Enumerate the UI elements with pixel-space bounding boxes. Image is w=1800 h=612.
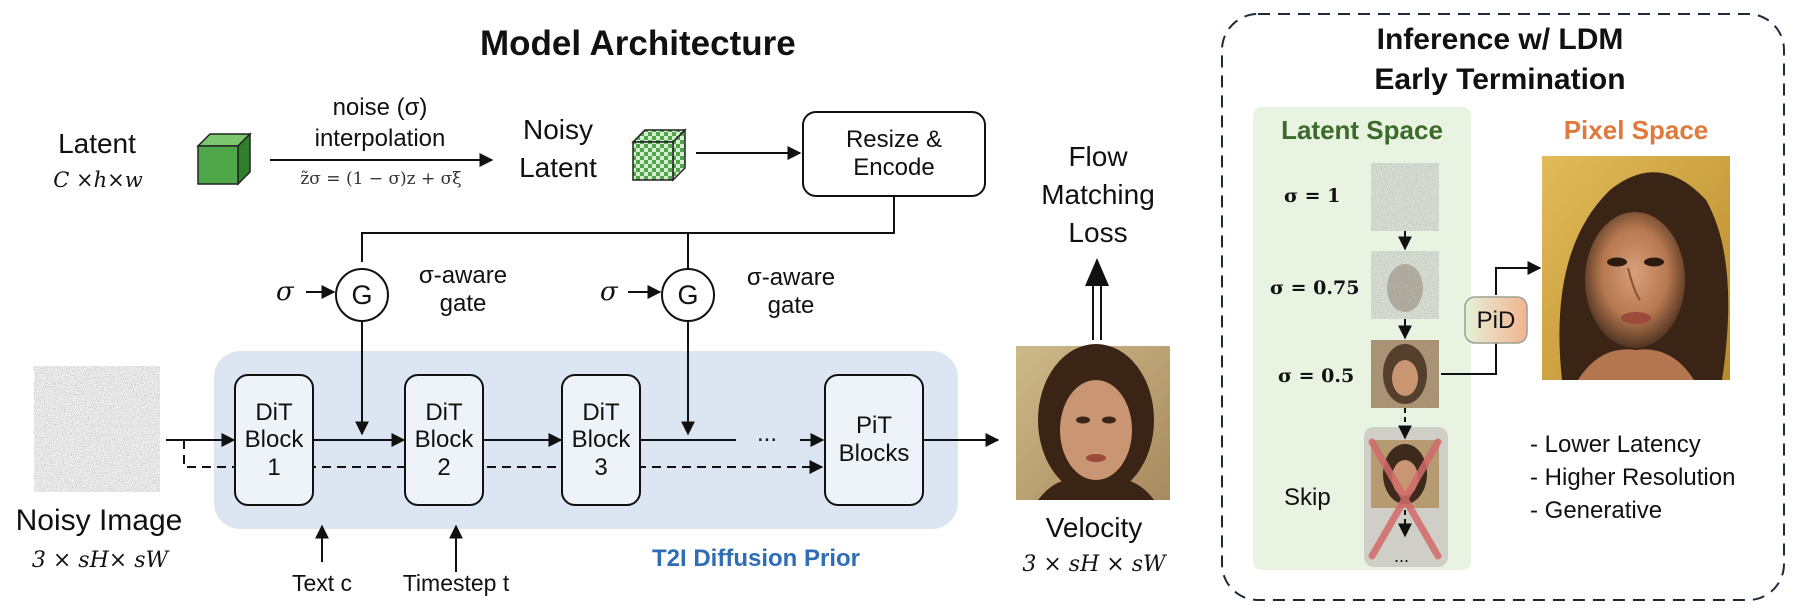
sigma-label-2: σ — [600, 277, 618, 307]
resize-encode-line2: Encode — [853, 154, 935, 181]
encode-to-gate1-line — [361, 196, 895, 262]
latent-shape: C ×h×w — [53, 168, 143, 192]
gate-2-text: σ-aware gate — [736, 264, 846, 319]
dit-block-1-l3: 1 — [267, 453, 281, 481]
gate-1-text-line2: gate — [439, 289, 487, 317]
pit-blocks-l2: Blocks — [838, 440, 910, 467]
latent-noise-05 — [1371, 340, 1439, 408]
sigma-step-1: σ = 1 — [1284, 185, 1341, 207]
velocity-shape: 3 × sH × sW — [1022, 552, 1166, 577]
model-architecture-title: Model Architecture — [480, 24, 796, 63]
velocity-label: Velocity — [1045, 512, 1143, 543]
dit-block-2-l3: 2 — [437, 453, 451, 481]
pid-box — [1464, 296, 1528, 344]
noise-label: noise (σ) — [332, 94, 428, 121]
sigma-step-05: σ = 0.5 — [1278, 365, 1355, 387]
interpolation-label: interpolation — [314, 125, 446, 152]
loss-line1: Flow — [1068, 141, 1128, 172]
resize-encode-line1: Resize & — [845, 126, 943, 154]
loss-double-arrow — [1085, 258, 1109, 340]
gate-2-label: G — [677, 280, 699, 310]
dit-block-1-l2: Block — [244, 426, 304, 454]
pixel-space-label: Pixel Space — [1563, 115, 1709, 145]
noisy-latent-cube-icon — [631, 128, 687, 182]
sigma-label-1: σ — [276, 277, 294, 307]
noisy-image — [34, 366, 160, 492]
gate-1-text: σ-aware gate — [408, 262, 518, 317]
dit-block-1-l1: DiT — [255, 398, 293, 426]
gate-2-text-line2: gate — [767, 291, 815, 319]
loss-line2: Matching — [1041, 179, 1155, 210]
skip-cross-icon — [1368, 438, 1442, 560]
pit-blocks-l1: PiT — [856, 412, 892, 440]
latent-noise-1 — [1371, 163, 1439, 231]
latent-space-label: Latent Space — [1281, 115, 1443, 145]
dit-block-3-l3: 3 — [594, 453, 608, 481]
gate-1-label: G — [351, 280, 373, 310]
benefits-list: - Lower Latency - Higher Resolution - Ge… — [1530, 428, 1735, 527]
velocity-image — [1016, 344, 1170, 500]
skip-label: Skip — [1284, 484, 1331, 511]
latent-noise-075 — [1371, 251, 1439, 319]
dit-block-2-l2: Block — [414, 426, 474, 454]
skip-ellipsis: ... — [1394, 546, 1410, 566]
sigma-step-075: σ = 0.75 — [1270, 277, 1360, 299]
timestep-input-label: Timestep t — [402, 570, 510, 596]
dit-block-3-l2: Block — [571, 426, 631, 454]
resize-encode-box: Resize & Encode — [802, 111, 986, 197]
latent-label: Latent — [58, 128, 136, 159]
inference-panel — [1221, 13, 1785, 601]
text-input-label: Text c — [291, 570, 353, 596]
noisy-image-shape: 3 × sH× sW — [31, 548, 169, 573]
dit-block-3-l1: DiT — [582, 398, 620, 426]
t2i-prior-label: T2I Diffusion Prior — [652, 545, 861, 572]
pid-label: PiD — [1476, 307, 1516, 334]
loss-line3: Loss — [1068, 217, 1128, 248]
noisy-latent-label-1: Noisy — [522, 114, 593, 145]
gate-2-text-line1: σ-aware — [746, 264, 836, 291]
inference-title-line2: Early Termination — [1374, 63, 1626, 96]
dit-block-2-l1: DiT — [425, 398, 463, 426]
inference-title: Inference w/ LDM Early Termination — [1300, 20, 1700, 100]
noisy-latent-label-2: Latent — [519, 152, 597, 183]
flow-ellipsis: ... — [757, 420, 778, 447]
latent-cube-icon — [196, 132, 252, 186]
benefit-latency: - Lower Latency — [1530, 431, 1701, 458]
benefit-resolution: - Higher Resolution — [1530, 464, 1736, 491]
gate-1-text-line1: σ-aware — [418, 262, 508, 289]
noise-formula: z̃σ = (1 − σ)z + σξ — [300, 169, 462, 189]
flow-matching-loss: Flow Matching Loss — [1028, 138, 1168, 252]
pid-to-pixel-arrow — [1495, 261, 1542, 295]
noisy-image-label: Noisy Image — [15, 504, 183, 537]
to-pid-line — [1441, 342, 1497, 375]
inference-title-line1: Inference w/ LDM — [1376, 23, 1624, 56]
pixel-space-image — [1542, 156, 1730, 380]
benefit-generative: - Generative — [1530, 497, 1663, 524]
